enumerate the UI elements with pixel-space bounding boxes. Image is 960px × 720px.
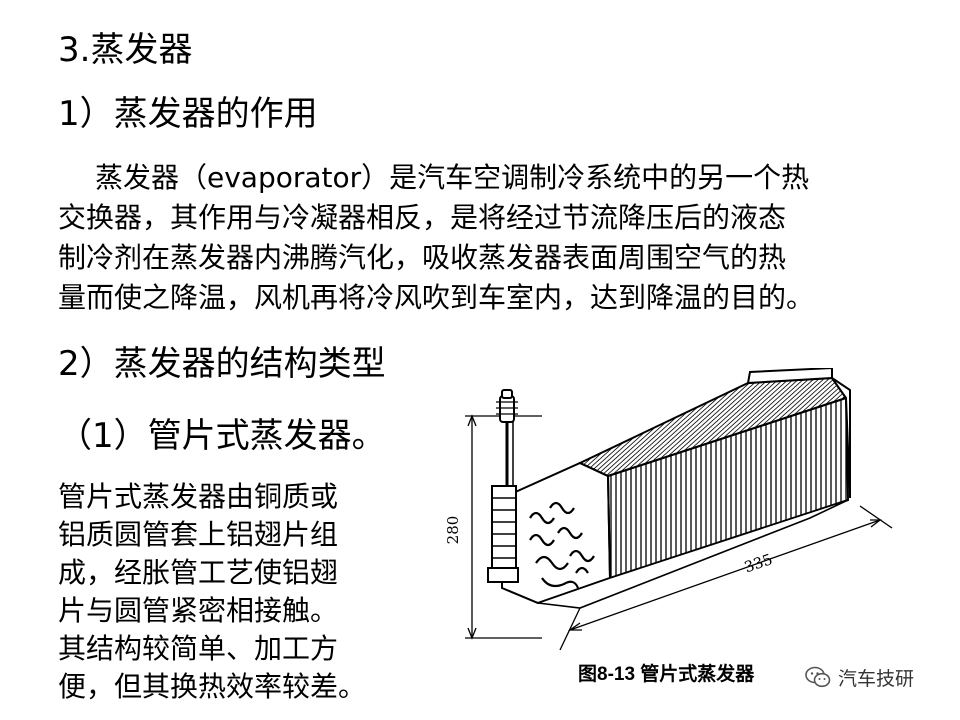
description-line: 便，但其换热效率较差。: [58, 670, 367, 703]
paragraph-line: 制冷剂在蒸发器内沸腾汽化，吸收蒸发器表面周围空气的热: [58, 241, 787, 274]
subsection-heading-tube-fin: （1）管片式蒸发器。: [58, 416, 386, 456]
expansion-valve: [487, 389, 519, 583]
right-end-bracket: [746, 368, 851, 499]
description-line: 成，经胀管工艺使铝翅: [58, 556, 339, 589]
evaporator-bottom-face: [537, 499, 849, 609]
length-dimension: [559, 505, 893, 651]
description-line: 其结构较简单、加工方: [58, 632, 339, 665]
paragraph-line: 蒸发器（evaporator）是汽车空调制冷系统中的另一个热: [95, 161, 810, 194]
section-heading-structure: 2）蒸发器的结构类型: [58, 344, 386, 384]
watermark-text: 汽车技研: [838, 667, 915, 690]
evaporator-illustration: 280 335: [444, 368, 893, 651]
paragraph-line: 交换器，其作用与冷凝器相反，是将经过节流降压后的液态: [58, 201, 787, 234]
tube-fin-description: 管片式蒸发器由铜质或 铝质圆管套上铝翅片组 成，经胀管工艺使铝翅 片与圆管紧密相…: [58, 478, 418, 706]
watermark: 汽车技研: [800, 661, 921, 693]
function-paragraph: 蒸发器（evaporator）是汽车空调制冷系统中的另一个热 交换器，其作用与冷…: [58, 158, 918, 318]
description-line: 铝质圆管套上铝翅片组: [58, 518, 339, 551]
section-heading-function: 1）蒸发器的作用: [58, 94, 318, 134]
wechat-icon: [805, 666, 831, 688]
description-line: 管片式蒸发器由铜质或: [58, 480, 339, 513]
return-bends: [529, 501, 595, 589]
figure-caption: 图8-13 管片式蒸发器: [578, 664, 755, 685]
length-dimension-label: 335: [742, 550, 775, 576]
description-line: 片与圆管紧密相接触。: [58, 594, 339, 627]
height-dimension-label: 280: [444, 516, 462, 545]
paragraph-line: 量而使之降温，风机再将冷风吹到车室内，达到降温的目的。: [58, 281, 815, 314]
page-title: 3.蒸发器: [58, 30, 193, 70]
